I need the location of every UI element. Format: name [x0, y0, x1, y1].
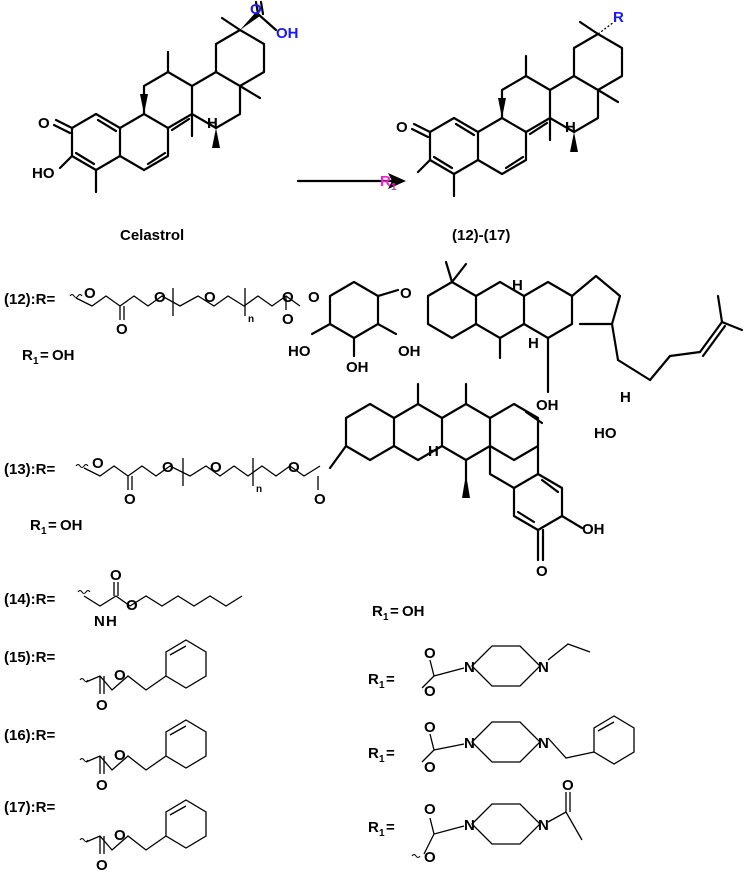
atom-o: O: [562, 777, 574, 794]
atom-o: O: [210, 459, 222, 476]
atom-o: O: [116, 321, 128, 338]
atom-o: O: [424, 849, 436, 866]
carboxyl-oh: OH: [276, 25, 299, 42]
atom-oh: OH: [536, 397, 559, 414]
compound-13-r1: R: [30, 517, 41, 534]
product-scaffold-structure: O H R R 1 (12)-(17): [380, 9, 624, 244]
atom-n: N: [538, 659, 549, 676]
atom-o: O: [536, 563, 548, 580]
atom-n: N: [464, 735, 475, 752]
atom-o: O: [92, 455, 104, 472]
compound-14-r1-value: OH: [402, 603, 425, 620]
atom-o: O: [282, 289, 294, 306]
atom-oh: OH: [582, 521, 605, 538]
atom-o: O: [114, 827, 126, 844]
atom-o: O: [424, 759, 436, 776]
atom-h: H: [528, 335, 539, 352]
compound-14: (14):R= N H O O R 1 = OH: [4, 567, 425, 630]
atom-n: n: [256, 484, 262, 495]
atom-o: O: [114, 667, 126, 684]
atom-h: H: [428, 443, 439, 460]
atom-o: O: [424, 719, 436, 736]
compound-12-r1-sub: 1: [33, 356, 39, 367]
atom-o: O: [124, 491, 136, 508]
atom-n: N: [538, 817, 549, 834]
product-atom-h: H: [565, 119, 576, 136]
compound-15-r1-sub: 1: [379, 680, 385, 691]
atom-o: O: [38, 115, 50, 132]
compound-15-r1: R: [368, 671, 379, 688]
atom-oh: OH: [346, 359, 369, 376]
celastrol-label: Celastrol: [120, 227, 184, 244]
compound-15-label: (15):R=: [4, 649, 56, 666]
compound-17-label: (17):R=: [4, 799, 56, 816]
atom-n: N: [464, 817, 475, 834]
atom-oh: OH: [398, 343, 421, 360]
atom-o: O: [308, 289, 320, 306]
product-r1: R: [380, 173, 391, 190]
atom-h: H: [207, 115, 218, 132]
atom-o: O: [424, 645, 436, 662]
atom-o: O: [96, 697, 108, 714]
carboxyl-o: O: [250, 1, 262, 18]
atom-o: O: [204, 289, 216, 306]
atom-o: O: [154, 289, 166, 306]
atom-o: O: [400, 285, 412, 302]
atom-o: O: [424, 683, 436, 700]
reaction-arrow: [296, 173, 406, 189]
compound-12-label: (12):R=: [4, 291, 56, 308]
compound-16-r1: R: [368, 745, 379, 762]
atom-o: O: [162, 459, 174, 476]
compound-13-r1-eq: =: [48, 517, 57, 534]
compound-12-r1: R: [22, 347, 33, 364]
atom-h: H: [620, 389, 631, 406]
compound-17-r1: R: [368, 819, 379, 836]
product-r1-sub: 1: [391, 182, 397, 193]
compound-13-r1-sub: 1: [41, 526, 47, 537]
atom-o: O: [84, 285, 96, 302]
atom-h: H: [512, 277, 523, 294]
compound-14-r1-eq: =: [390, 603, 399, 620]
compound-12: (12):R= O O O O n O O O HO OH OH O: [4, 260, 744, 442]
compound-15-r1-eq: =: [386, 671, 395, 688]
compound-17-r1-sub: 1: [379, 828, 385, 839]
compound-16-r1-sub: 1: [379, 754, 385, 765]
compound-12-r1-eq: =: [40, 347, 49, 364]
atom-o: O: [314, 491, 326, 508]
atom-o: O: [288, 459, 300, 476]
product-label: (12)-(17): [452, 227, 510, 244]
compound-16: (16):R= O O R 1 = O N N O: [4, 715, 635, 794]
celastrol-structure: O HO H O OH Celastrol: [32, 0, 299, 244]
compound-17: (17):R= O O R 1 = O N N O O: [4, 777, 583, 874]
atom-o: O: [114, 747, 126, 764]
atom-h: H: [106, 613, 117, 630]
atom-o: O: [110, 567, 122, 584]
compound-16-r1-eq: =: [386, 745, 395, 762]
atom-ho: HO: [32, 165, 55, 182]
atom-ho: HO: [594, 425, 617, 442]
atom-o: O: [96, 777, 108, 794]
compound-15: (15):R= O O R 1 = O N N O: [4, 639, 591, 714]
product-atom-o: O: [396, 119, 408, 136]
compound-13-label: (13):R=: [4, 461, 56, 478]
compound-14-r1-sub: 1: [383, 612, 389, 623]
compound-12-r1-value: OH: [52, 347, 75, 364]
compound-13-r1-value: OH: [60, 517, 83, 534]
compound-14-r1: R: [372, 603, 383, 620]
product-r: R: [613, 9, 624, 26]
compound-13: (13):R= O O O O n O O H OH O R: [4, 382, 605, 580]
atom-ho: HO: [288, 343, 311, 360]
compound-14-label: (14):R=: [4, 591, 56, 608]
atom-n: N: [464, 659, 475, 676]
atom-o: O: [96, 857, 108, 874]
compound-17-r1-eq: =: [386, 819, 395, 836]
atom-n: N: [94, 613, 105, 630]
atom-n: n: [248, 314, 254, 325]
compound-16-label: (16):R=: [4, 727, 56, 744]
atom-o: O: [424, 801, 436, 818]
atom-n: N: [538, 735, 549, 752]
atom-o: O: [126, 597, 138, 614]
atom-o: O: [282, 311, 294, 328]
